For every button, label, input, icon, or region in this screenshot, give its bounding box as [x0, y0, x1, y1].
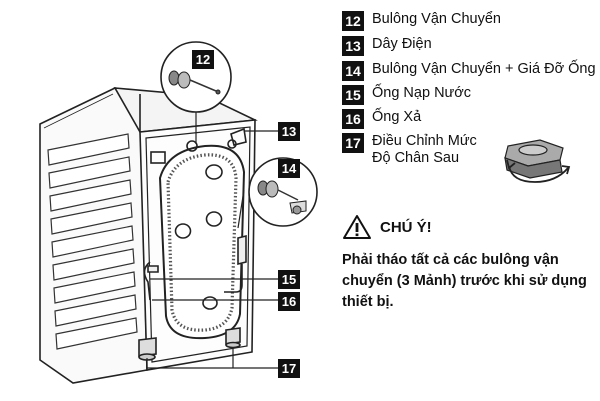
callout-badge-17 — [278, 359, 300, 378]
legend-badge: 12 — [342, 11, 364, 31]
warning-message: Phải tháo tất cả các bulông vận chuyển (… — [342, 252, 587, 310]
rotate-arrow-icon — [506, 159, 571, 183]
callout-number-badges: 12 13 14 15 16 17 — [192, 50, 300, 378]
warning-box: CHÚ Ý! Phải tháo tất cả các bulông vận c… — [342, 214, 592, 313]
legend-label: Bulông Vận Chuyển — [372, 11, 501, 27]
callout-badge-16 — [278, 292, 300, 311]
callout-badge-14 — [278, 159, 300, 178]
warning-header: CHÚ Ý! — [342, 214, 592, 240]
callout-label-12: 12 — [196, 52, 210, 67]
bolt-bracket-icon — [257, 180, 307, 215]
legend-item-16: 16 Ống Xả — [342, 109, 421, 129]
callout-badge-15 — [278, 270, 300, 289]
legend-label: Điều Chỉnh Mức Độ Chân Sau — [372, 133, 477, 166]
legend-label: Bulông Vận Chuyển + Giá Đỡ Ống — [372, 61, 596, 77]
callout-badge-12 — [192, 50, 214, 69]
legend-label: Dây Điện — [372, 36, 432, 52]
legend-badge: 17 — [342, 133, 364, 153]
warning-triangle-icon — [343, 215, 371, 239]
legend-item-13: 13 Dây Điện — [342, 36, 432, 56]
legend-item-14: 14 Bulông Vận Chuyển + Giá Đỡ Ống — [342, 61, 596, 81]
legend-label: Ống Nạp Nước — [372, 85, 472, 101]
callout-label-13: 13 — [282, 124, 296, 139]
legend-item-15: 15 Ống Nạp Nước — [342, 85, 471, 105]
legend-badge: 15 — [342, 85, 364, 105]
transport-bolt-icon — [168, 70, 221, 95]
callout-label-17: 17 — [282, 361, 296, 376]
callout-label-15: 15 — [282, 272, 296, 287]
legend-label: Ống Xả — [372, 109, 422, 125]
side-vents — [47, 133, 138, 350]
legend-item-17: 17 Điều Chỉnh Mức Độ Chân Sau — [342, 133, 477, 167]
callout-badge-13 — [278, 122, 300, 141]
callout-leader-lines — [146, 130, 278, 369]
warning-title: CHÚ Ý! — [380, 218, 432, 236]
legend-badge: 14 — [342, 61, 364, 81]
callout-label-16: 16 — [282, 294, 296, 309]
legend-item-12: 12 Bulông Vận Chuyển — [342, 11, 501, 31]
legend-badge: 16 — [342, 109, 364, 129]
adjustable-foot-icon — [504, 139, 564, 179]
callout-label-14: 14 — [282, 161, 297, 176]
legend-badge: 13 — [342, 36, 364, 56]
washing-machine-body — [39, 87, 258, 384]
